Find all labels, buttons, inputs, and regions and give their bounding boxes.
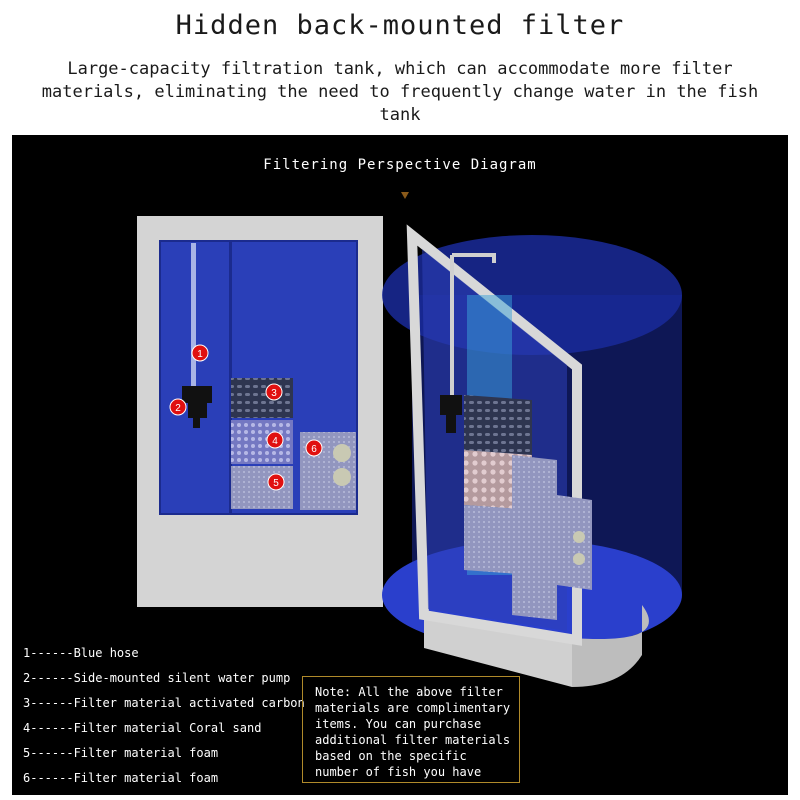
filter-foam: [231, 466, 293, 509]
marker-4: 4: [266, 431, 284, 449]
water-pump-3d: [440, 395, 462, 433]
marker-3-label: 3: [271, 388, 277, 399]
marker-2: 2: [169, 398, 187, 416]
legend-item-5: 5------Filter material foam: [23, 746, 219, 760]
front-panel-frame: [406, 224, 582, 646]
marker-5: 5: [267, 473, 285, 491]
legend-item-6: 6------Filter material foam: [23, 771, 219, 785]
marker-6: 6: [305, 439, 323, 457]
arrow-down-icon: [401, 192, 409, 199]
filter-diagram: 1 2 3 4 5 6: [137, 192, 682, 687]
page-title: Hidden back-mounted filter: [175, 10, 625, 41]
marker-6-label: 6: [311, 444, 317, 455]
note-box: Note: All the above filter materials are…: [302, 676, 520, 783]
outlet-pipe: [450, 253, 496, 400]
panel-title: Filtering Perspective Diagram: [263, 157, 537, 173]
legend: 1------Blue hose 2------Side-mounted sil…: [23, 645, 305, 795]
marker-2-label: 2: [175, 403, 181, 414]
marker-1: 1: [191, 344, 209, 362]
blue-hose: [191, 243, 196, 390]
filter-coral-sand: [231, 420, 293, 464]
legend-item-1: 1------Blue hose: [23, 646, 139, 660]
marker-3: 3: [265, 383, 283, 401]
divider-wall: [229, 241, 232, 514]
marker-1-label: 1: [197, 349, 203, 360]
legend-item-3: 3------Filter material activated carbon: [23, 696, 305, 710]
diagram-panel: Filtering Perspective Diagram: [12, 135, 788, 795]
marker-5-label: 5: [273, 478, 279, 489]
page-subtitle: Large-capacity filtration tank, which ca…: [41, 59, 759, 125]
water-pump: [182, 386, 212, 428]
marker-4-label: 4: [272, 436, 278, 447]
filter-carbon: [231, 378, 293, 418]
legend-item-2: 2------Side-mounted silent water pump: [23, 671, 291, 685]
legend-item-4: 4------Filter material Coral sand: [23, 721, 262, 735]
